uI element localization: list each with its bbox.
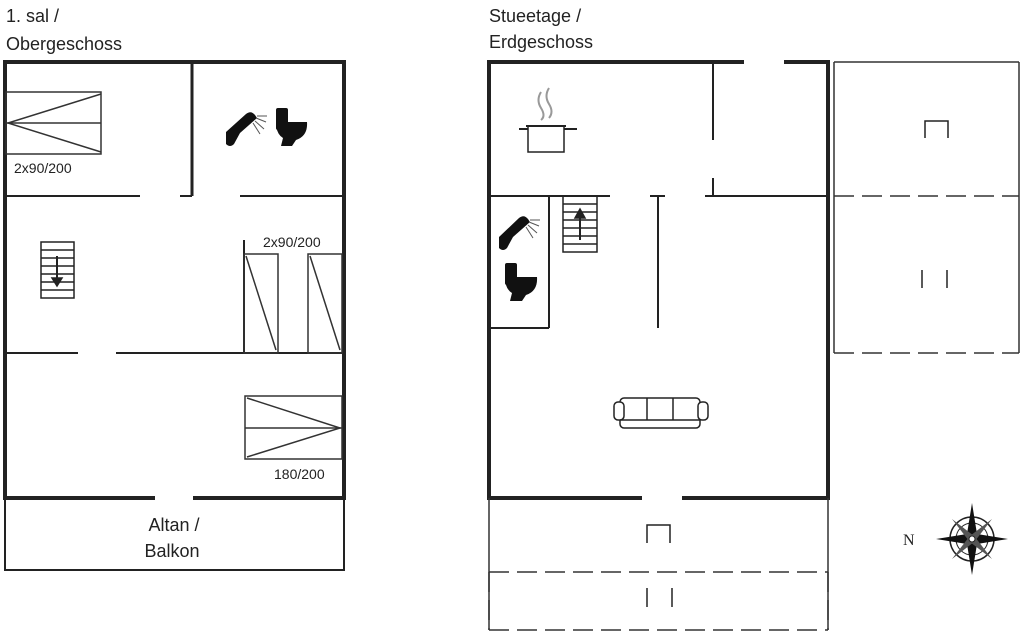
shower-icon	[226, 112, 267, 146]
stairs-down-icon	[40, 241, 75, 299]
sofa-icon	[613, 397, 709, 429]
shower-icon-ground	[499, 216, 540, 250]
bed-label-top-left: 2x90/200	[14, 160, 72, 176]
balcony-label-line2: Balkon	[144, 541, 199, 561]
bed-bottom-right	[244, 395, 343, 460]
toilet-icon	[276, 108, 308, 146]
upper-floor-title-line2: Obergeschoss	[6, 34, 122, 54]
upper-floor-title-line1: 1. sal /	[6, 6, 59, 26]
terrace-south	[488, 498, 829, 631]
ground-floor-title-line1: Stueetage /	[489, 6, 581, 26]
cooking-pot-icon	[519, 87, 577, 153]
bed-label-bottom-right: 180/200	[274, 466, 325, 482]
terrace-east	[833, 61, 1020, 354]
upper-floor	[3, 60, 346, 571]
compass-rose-icon	[936, 503, 1008, 575]
chair-icon	[646, 120, 949, 607]
compass-north-label: N	[903, 532, 915, 549]
bed-middle-right-a	[243, 253, 279, 354]
stairs-up-icon	[562, 195, 598, 253]
balcony-label-line1: Altan /	[148, 515, 199, 535]
bed-middle-right-b	[307, 253, 343, 354]
bed-label-middle-right: 2x90/200	[263, 234, 321, 250]
bed-top-left	[5, 91, 102, 155]
toilet-icon-ground	[505, 263, 538, 301]
ground-floor-title-line2: Erdgeschoss	[489, 32, 593, 52]
